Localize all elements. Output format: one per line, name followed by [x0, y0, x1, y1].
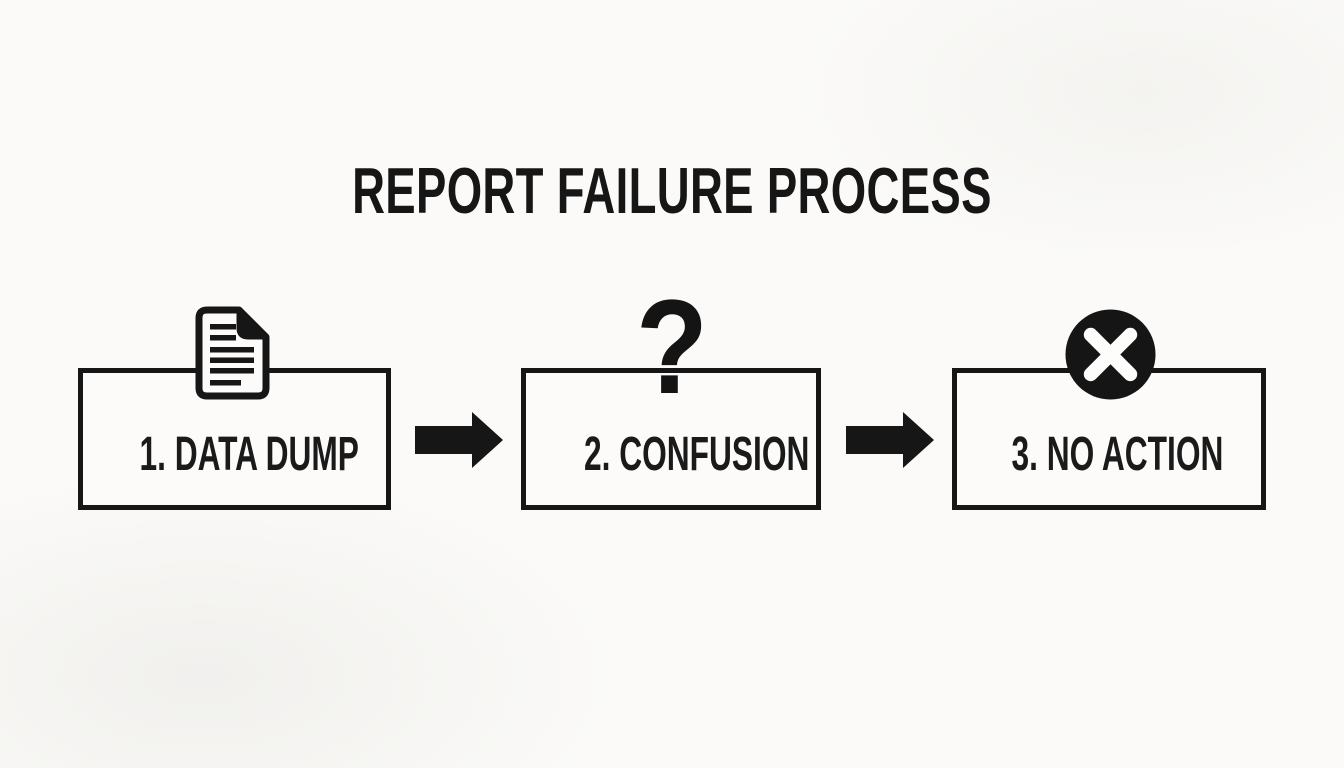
step-box-no-action: 3. NO ACTION [952, 368, 1266, 510]
arrow-right-icon [846, 412, 934, 468]
step-2-label: 2. CONFUSION [584, 428, 810, 481]
x-circle-icon [1065, 309, 1156, 400]
question-mark-icon: ? [612, 281, 732, 415]
step-3-label: 3. NO ACTION [1011, 428, 1224, 481]
step-1-label-wrap: 1. DATA DUMP [83, 431, 386, 479]
document-icon [195, 306, 270, 400]
diagram-title: REPORT FAILURE PROCESS [0, 158, 1344, 223]
arrow-right-icon [415, 412, 503, 468]
step-box-confusion: 2. CONFUSION [521, 368, 821, 510]
step-1-label: 1. DATA DUMP [139, 428, 359, 481]
step-3-label-wrap: 3. NO ACTION [957, 431, 1261, 479]
question-mark-glyph: ? [635, 273, 709, 422]
diagram-title-text: REPORT FAILURE PROCESS [352, 154, 992, 227]
step-2-label-wrap: 2. CONFUSION [526, 431, 816, 479]
